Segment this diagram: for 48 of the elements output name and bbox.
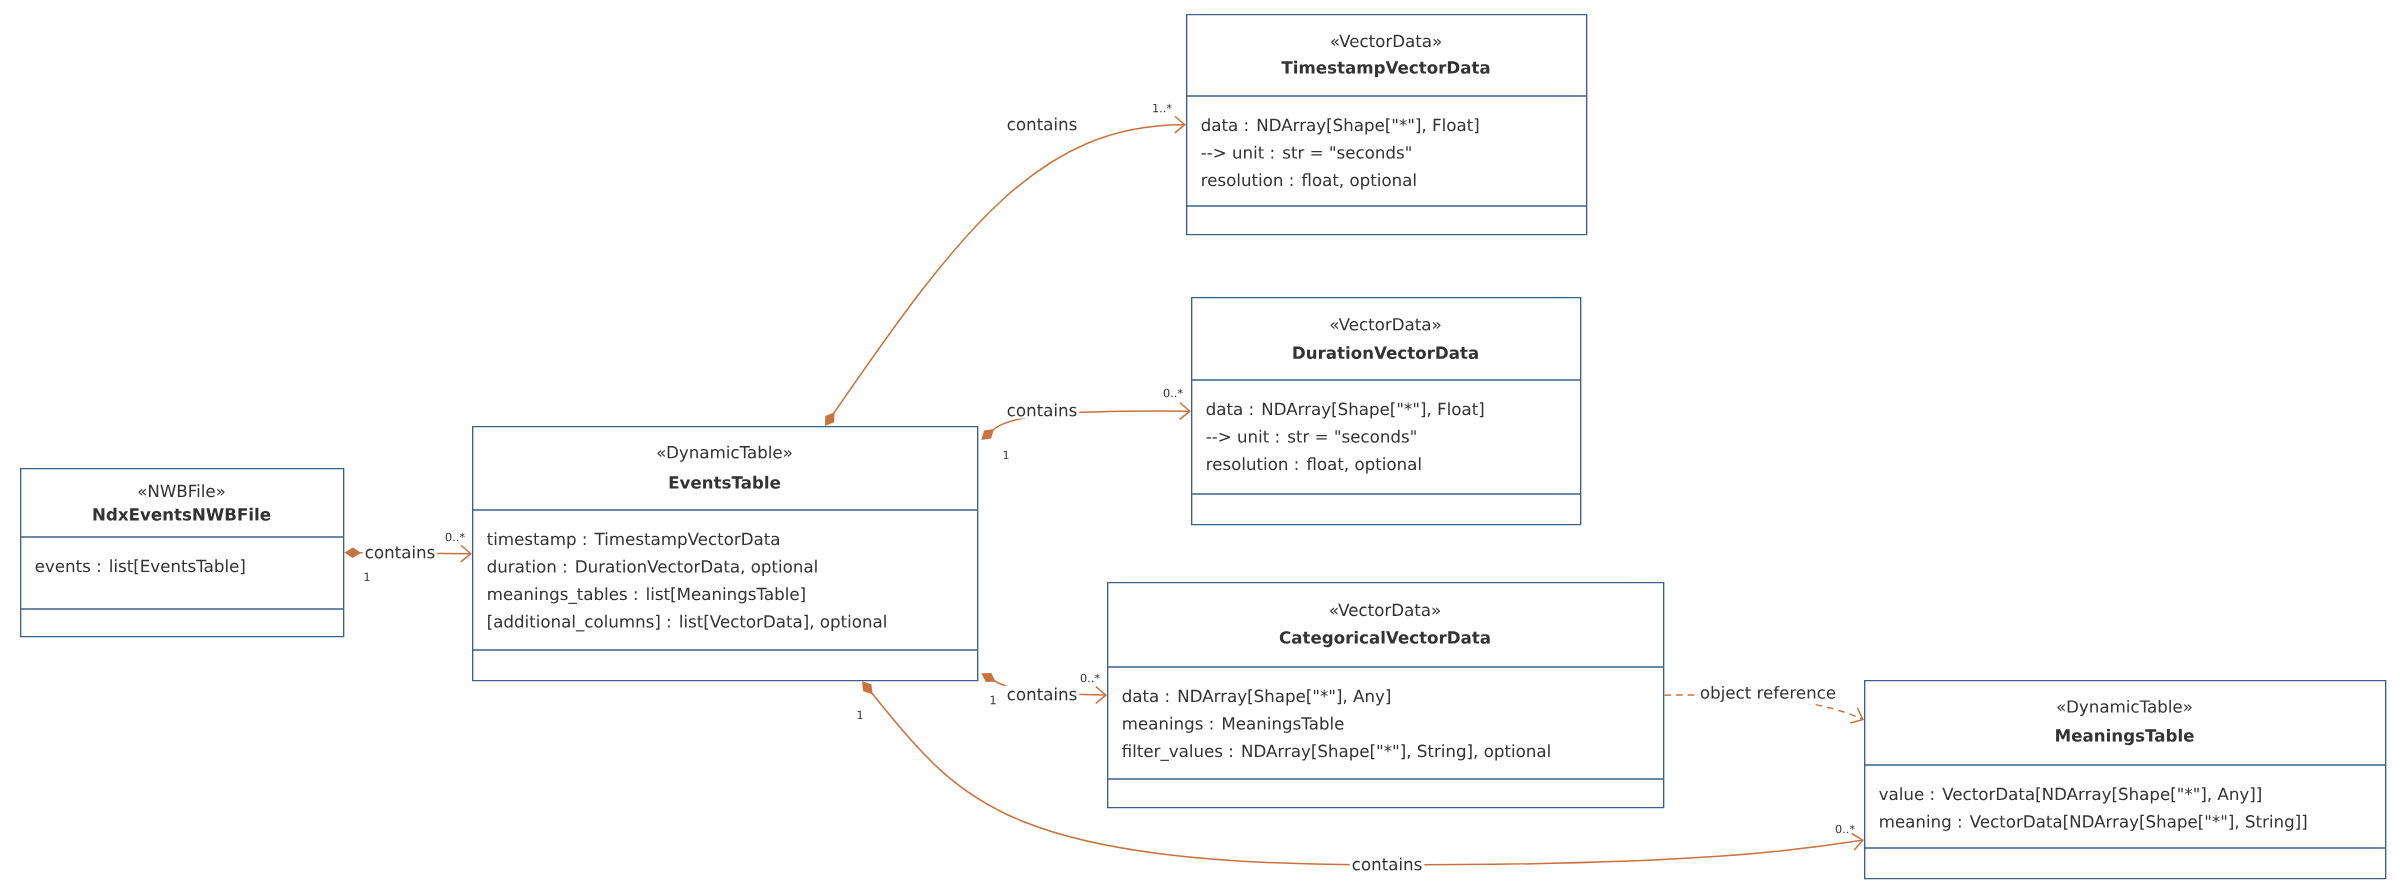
attribute-text: data : NDArray[Shape["*"], Any] xyxy=(1122,689,1390,706)
class-box xyxy=(471,426,979,682)
class-stereotype: «VectorData» xyxy=(1331,34,1441,48)
class-name: MeaningsTable xyxy=(2056,728,2194,746)
attribute-text: data : NDArray[Shape["*"], Float] xyxy=(1201,118,1479,135)
multiplicity-label: 0..* xyxy=(1835,824,1855,834)
attribute-text: timestamp : TimestampVectorData xyxy=(487,532,779,549)
edge-label: contains xyxy=(1004,115,1080,133)
edge-label: contains xyxy=(362,543,438,561)
class-stereotype: «DynamicTable» xyxy=(2057,699,2192,717)
multiplicity-label: 1 xyxy=(857,710,863,720)
class-stereotype: «DynamicTable» xyxy=(657,445,792,462)
class-box xyxy=(1190,297,1582,526)
class-box xyxy=(1106,582,1665,809)
class-name: TimestampVectorData xyxy=(1281,60,1490,77)
attribute-text: events : list[EventsTable] xyxy=(35,559,245,575)
class-name: DurationVectorData xyxy=(1293,346,1478,360)
class-stereotype: «VectorData» xyxy=(1330,603,1440,617)
class-stereotype: «VectorData» xyxy=(1330,318,1441,331)
multiplicity-label: 1 xyxy=(990,695,996,705)
attribute-text: meanings : MeaningsTable xyxy=(1123,716,1344,733)
attribute-text: data : NDArray[Shape["*"], Float] xyxy=(1206,402,1484,419)
class-name: CategoricalVectorData xyxy=(1279,630,1490,648)
multiplicity-label: 1..* xyxy=(1153,103,1172,113)
class-box xyxy=(1863,680,2387,880)
multiplicity-label: 1 xyxy=(1003,450,1009,460)
composition-arrow xyxy=(862,681,1864,866)
edge-label: object reference xyxy=(1697,683,1839,705)
attribute-text: filter_values : NDArray[Shape["*"], String], optional xyxy=(1122,744,1550,761)
attribute-text: duration : DurationVectorData, optional xyxy=(487,559,817,576)
class-name: EventsTable xyxy=(669,475,781,489)
attribute-text: [additional_columns] : list[VectorData], optional xyxy=(488,614,886,632)
attribute-text: --> unit : str = "seconds" xyxy=(1206,429,1416,443)
edge-label: contains xyxy=(1004,685,1080,703)
edge-label: contains xyxy=(1004,401,1080,419)
attribute-text: meaning : VectorData[NDArray[Shape["*"], String]] xyxy=(1880,814,2307,831)
attribute-text: --> unit : str = "seconds" xyxy=(1201,145,1411,159)
class-box xyxy=(19,468,345,638)
class-stereotype: «NWBFile» xyxy=(138,484,225,498)
class-name: NdxEventsNWBFile xyxy=(93,507,271,521)
attribute-text: meanings_tables : list[MeaningsTable] xyxy=(488,587,805,604)
composition-arrow xyxy=(825,115,1186,426)
attribute-text: resolution : float, optional xyxy=(1207,457,1421,474)
class-box xyxy=(1185,14,1588,236)
edge-label: contains xyxy=(1349,855,1425,873)
attribute-text: value : VectorData[NDArray[Shape["*"], Any]] xyxy=(1879,787,2261,804)
attribute-text: resolution : float, optional xyxy=(1202,173,1416,190)
multiplicity-label: 1 xyxy=(364,572,370,582)
